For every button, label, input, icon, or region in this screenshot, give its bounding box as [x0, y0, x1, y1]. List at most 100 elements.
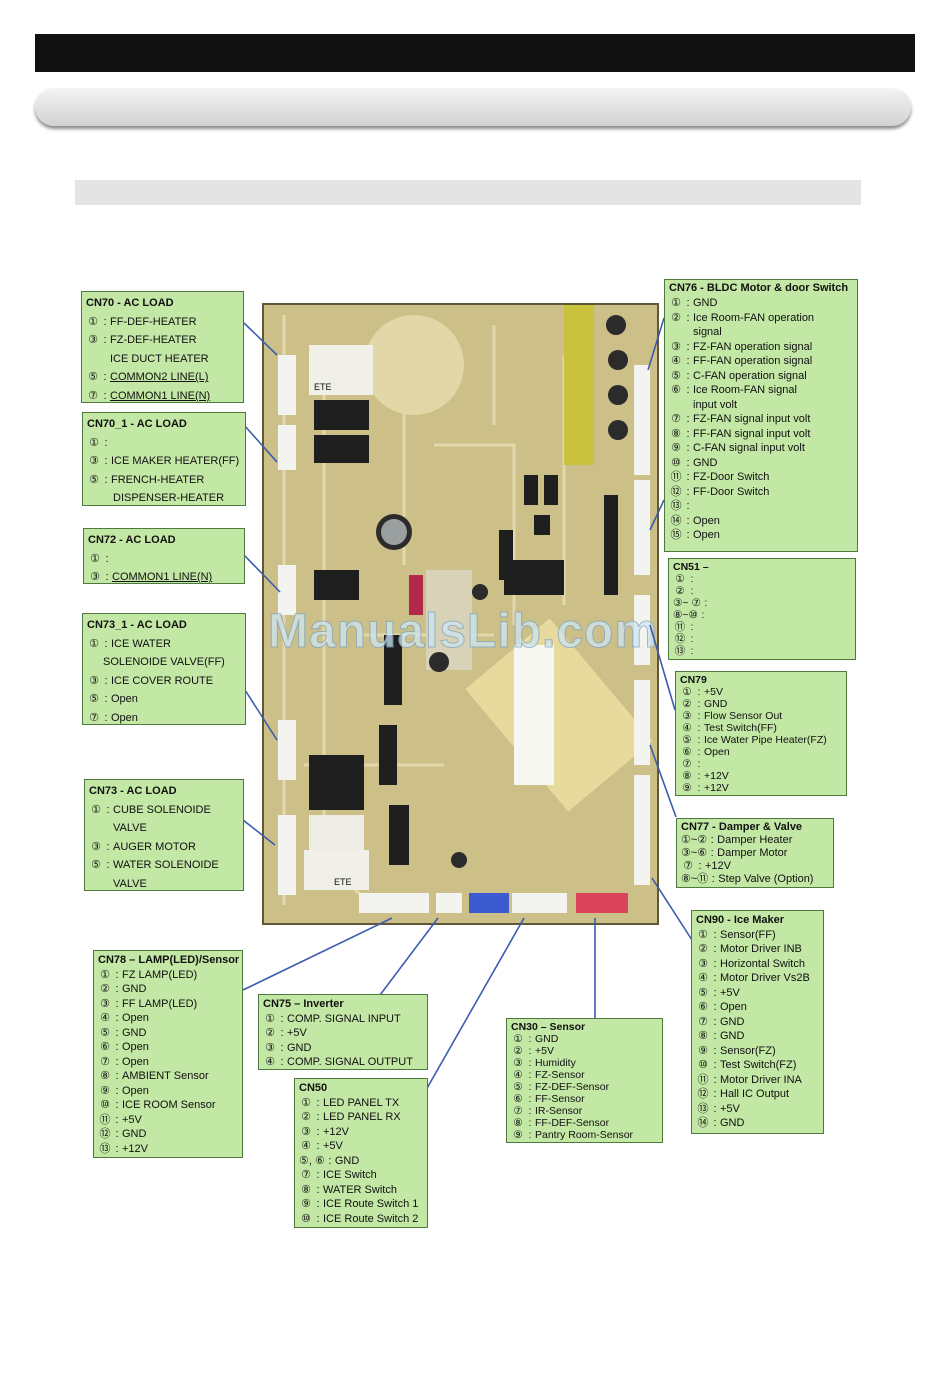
pin-row: ⑦:FZ-FAN signal input volt — [671, 413, 811, 425]
cn70-title: CN70 - AC LOAD — [86, 297, 174, 309]
cn73-1-label-box: CN73_1 - AC LOAD ①:ICE WATER SOLENOIDE V… — [82, 613, 246, 725]
pin-row: ⑩:GND — [671, 456, 718, 469]
pin-row: ③:Humidity — [513, 1057, 576, 1069]
pin-row: ⑤:Ice Water Pipe Heater(FZ) — [682, 734, 827, 746]
svg-text:ETE: ETE — [314, 382, 332, 392]
pin-row: ⑦: — [682, 758, 701, 770]
pin-row: ⑫:Hall IC Output — [697, 1088, 790, 1100]
cn30-title: CN30 – Sensor — [511, 1021, 586, 1033]
pin-row: ④:FF-FAN operation signal — [671, 355, 813, 367]
pin-row: ⑩:Test Switch(FZ) — [698, 1059, 797, 1071]
pin-row: ③:FZ-DEF-HEATER — [88, 334, 197, 347]
pin-row: ⑦:IR-Sensor — [513, 1105, 583, 1117]
pin-row: ⑨:Open — [100, 1084, 149, 1097]
pin-row: ⑤:Open — [89, 693, 138, 706]
cn77-title: CN77 - Damper & Valve — [681, 821, 803, 833]
cn76-label-box: CN76 - BLDC Motor & door Switch ①:GND ②:… — [664, 279, 858, 552]
cn50-title: CN50 — [299, 1082, 328, 1094]
pin-row: ②:Motor Driver INB — [698, 943, 802, 955]
pin-row: ⑨:ICE Route Switch 1 — [301, 1198, 419, 1210]
pin-row: ③~ ⑦: — [673, 597, 708, 609]
pin-row: ⑫:FF-Door Switch — [670, 485, 770, 498]
pin-row: ⑥:Ice Room-FAN signal — [671, 384, 797, 396]
pin-row: ⑦:+12V — [683, 860, 731, 872]
cn79-label-box: CN79 ①:+5V ②:GND ③:Flow Sensor Out ④:Tes… — [675, 671, 847, 796]
pin-row: ②:+5V — [265, 1027, 307, 1039]
pin-row: ⑬:+12V — [99, 1142, 149, 1155]
cn70-1-title: CN70_1 - AC LOAD — [87, 418, 187, 430]
cn30-label-box: CN30 – Sensor ①:GND ②:+5V ③:Humidity ④:F… — [506, 1018, 663, 1143]
pin-row: ⑪: — [674, 621, 694, 633]
pin-row: ⑧:AMBIENT Sensor — [100, 1070, 209, 1082]
pin-row-continued: SOLENOIDE VALVE(FF) — [103, 656, 225, 669]
pin-row: ⑦:GND — [698, 1015, 745, 1028]
pin-row: ③:GND — [265, 1041, 312, 1054]
pin-row: ⑩:ICE Route Switch 2 — [301, 1212, 419, 1225]
pin-row-continued: VALVE — [113, 877, 147, 890]
pin-row: ②:GND — [100, 983, 147, 995]
pin-row: ①:COMP. SIGNAL INPUT — [265, 1012, 401, 1025]
pin-row: ②: — [675, 585, 694, 597]
cn90-title: CN90 - Ice Maker — [696, 914, 785, 926]
pin-row: ⑨:Pantry Room-Sensor — [513, 1129, 634, 1141]
pin-row: ⑪:Motor Driver INA — [697, 1073, 802, 1086]
pin-row: ⑭:GND — [697, 1117, 745, 1129]
pin-row: ⑤:+5V — [698, 986, 740, 999]
cn50-label-box: CN50 ①:LED PANEL TX ②:LED PANEL RX ③:+12… — [294, 1078, 428, 1228]
pin-row: ⑫:GND — [99, 1128, 147, 1140]
cn76-title: CN76 - BLDC Motor & door Switch — [669, 282, 849, 294]
pin-row: ①:FF-DEF-HEATER — [88, 315, 197, 328]
svg-text:ETE: ETE — [334, 877, 352, 887]
pin-row: ①: — [90, 552, 109, 565]
pin-row: ③:+12V — [301, 1125, 349, 1138]
pin-row: ⑬: — [674, 645, 694, 657]
pin-row: ④:COMP. SIGNAL OUTPUT — [265, 1056, 413, 1068]
pin-row: ①:LED PANEL TX — [301, 1096, 400, 1109]
pin-row: ⑧:WATER Switch — [301, 1183, 397, 1196]
pin-row-continued: DISPENSER-HEATER — [113, 492, 225, 505]
pin-row: ⑥:Open — [682, 746, 730, 758]
pin-row: ①:Sensor(FF) — [698, 928, 776, 941]
cn73-1-title: CN73_1 - AC LOAD — [87, 619, 187, 631]
cn90-label-box: CN90 - Ice Maker ①:Sensor(FF) ②:Motor Dr… — [691, 910, 824, 1134]
pin-row: ⑧:+12V — [682, 770, 729, 782]
pin-row: ④:Test Switch(FF) — [682, 722, 777, 734]
pin-row: ⑨:Sensor(FZ) — [698, 1044, 776, 1057]
pin-row: ⑧:FF-FAN signal input volt — [671, 427, 811, 440]
pin-row: ⑥:Open — [698, 1001, 747, 1013]
pin-row: ⑨:C-FAN signal input volt — [671, 442, 805, 454]
pin-row: ⑧~⑪:Step Valve (Option) — [681, 873, 814, 885]
cn70-1-label-box: CN70_1 - AC LOAD ①: ③:ICE MAKER HEATER(F… — [82, 412, 246, 506]
cn73-title: CN73 - AC LOAD — [89, 785, 177, 797]
pin-row: ⑤:C-FAN operation signal — [671, 369, 807, 382]
cn51-title: CN51 – — [673, 561, 709, 573]
pin-row: ⑪:+5V — [99, 1113, 142, 1126]
pin-row: ②:LED PANEL RX — [301, 1111, 401, 1123]
pcb-drawing: ETE ETE — [264, 305, 657, 923]
pin-row: ①:GND — [671, 297, 718, 309]
pin-row: ①:CUBE SOLENOIDE — [91, 803, 211, 816]
pin-row: ①~②:Damper Heater — [681, 834, 793, 846]
pin-row: ③:AUGER MOTOR — [91, 840, 196, 853]
pin-row: ⑫: — [674, 633, 694, 645]
pin-row: ⑦:Open — [100, 1055, 149, 1068]
pin-row: ⑤, ⑥:GND — [299, 1154, 360, 1167]
pcb-board-photo: ETE ETE — [262, 303, 659, 925]
pin-row: ⑥:FF-Sensor — [513, 1093, 585, 1105]
pin-row: ⑧~⑩: — [673, 609, 705, 621]
pin-row: ④:FZ-Sensor — [513, 1069, 585, 1081]
pin-row: ①:FZ LAMP(LED) — [100, 968, 198, 981]
pin-row: ⑤:GND — [100, 1026, 147, 1039]
pin-row: ①:GND — [513, 1033, 559, 1045]
pin-row: ③:Horizontal Switch — [698, 957, 805, 970]
pin-row: ⑤:FZ-DEF-Sensor — [513, 1081, 610, 1093]
section-title-bar — [35, 88, 911, 126]
cn72-title: CN72 - AC LOAD — [88, 534, 176, 546]
pin-row: ③~⑥:Damper Motor — [681, 847, 788, 859]
pin-row: ①:+5V — [682, 686, 723, 698]
pin-row: ⑩:ICE ROOM Sensor — [100, 1099, 216, 1111]
pin-row-continued: signal — [693, 326, 722, 338]
cn51-label-box: CN51 – ①: ②: ③~ ⑦: ⑧~⑩: ⑪: ⑫: ⑬: — [668, 558, 856, 660]
subsection-bar — [75, 180, 861, 205]
pin-row: ⑦:ICE Switch — [301, 1169, 377, 1181]
